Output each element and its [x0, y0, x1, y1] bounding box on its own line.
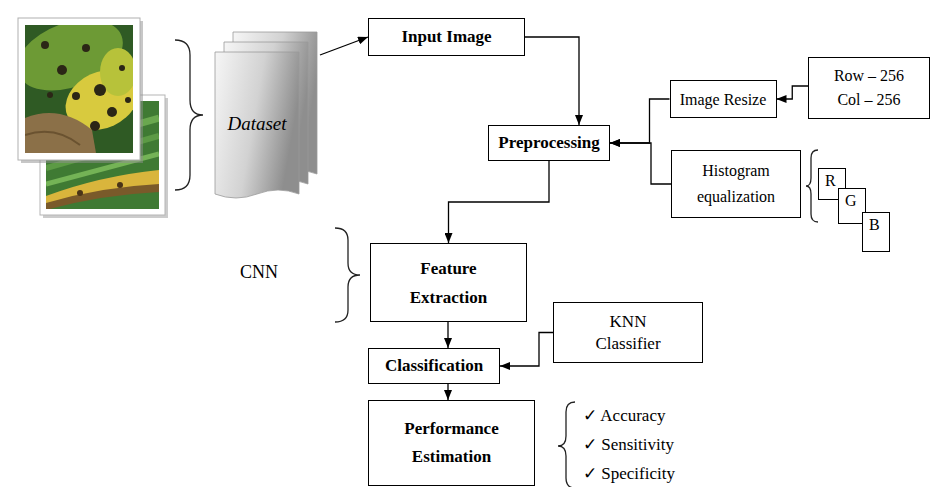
disease-spot	[119, 65, 125, 71]
process-box: Feature Extraction	[370, 243, 527, 322]
metric-item: ✓ Accuracy	[583, 406, 665, 426]
lesion-spot	[77, 190, 83, 196]
connector-arrow	[320, 37, 368, 55]
metric-item: ✓ Specificity	[583, 464, 675, 484]
node-text: Image Resize	[680, 90, 767, 109]
group-label: CNN	[240, 261, 278, 283]
photo-content	[25, 25, 133, 153]
node-text: G	[845, 191, 857, 210]
node-text: Histogram equalization	[681, 158, 791, 210]
disease-spot	[47, 92, 53, 98]
metric-item: ✓ Sensitivity	[583, 435, 674, 455]
dry-leaf	[25, 113, 96, 153]
node-text: Row – 256 Col – 256	[824, 64, 914, 112]
parameter-box: Row – 256 Col – 256	[808, 57, 930, 119]
node-text: KNN Classifier	[583, 311, 673, 355]
step-box: Image Resize	[670, 80, 777, 118]
connector-arrow	[610, 99, 670, 143]
connector-arrow	[610, 143, 671, 184]
connector-arrow	[500, 333, 553, 367]
disease-spot	[72, 92, 80, 100]
disease-spot	[82, 44, 90, 52]
node-text: Feature Extraction	[399, 254, 499, 312]
dataset-stack: Dataset	[215, 30, 320, 205]
curly-brace	[175, 40, 203, 190]
node-text: Preprocessing	[498, 133, 599, 153]
disease-spot	[125, 97, 131, 103]
disease-spot	[107, 107, 117, 117]
process-box: Classification	[368, 348, 500, 384]
connector-arrow	[525, 37, 579, 125]
connector-arrow	[447, 384, 448, 400]
node-text: Performance Estimation	[392, 415, 512, 471]
lesion-spot	[117, 182, 123, 188]
node-text: R	[825, 171, 836, 190]
connector-arrow	[447, 322, 448, 348]
step-box: Histogram equalization	[671, 150, 801, 218]
process-box: Performance Estimation	[368, 400, 535, 486]
node-text: B	[869, 215, 880, 234]
process-box: Preprocessing	[488, 125, 610, 161]
disease-spot	[57, 65, 67, 75]
classifier-box: KNN Classifier	[553, 302, 703, 363]
curly-brace	[558, 402, 575, 487]
disease-spot	[90, 121, 100, 131]
connector-arrow	[777, 86, 809, 99]
node-text: Dataset	[227, 112, 286, 135]
disease-spot	[94, 84, 106, 96]
leaf-photo	[7, 6, 148, 163]
lesion-streak	[46, 184, 159, 209]
connector-arrow	[449, 161, 550, 243]
document-page	[215, 52, 299, 198]
node-text: Classification	[385, 356, 483, 376]
channel-box: B	[862, 212, 890, 252]
process-box: Input Image	[368, 18, 525, 56]
dry-leaf	[25, 132, 80, 145]
node-text: Input Image	[401, 27, 491, 47]
curly-brace	[806, 150, 818, 222]
curly-brace	[335, 228, 360, 322]
disease-spot	[41, 41, 49, 49]
